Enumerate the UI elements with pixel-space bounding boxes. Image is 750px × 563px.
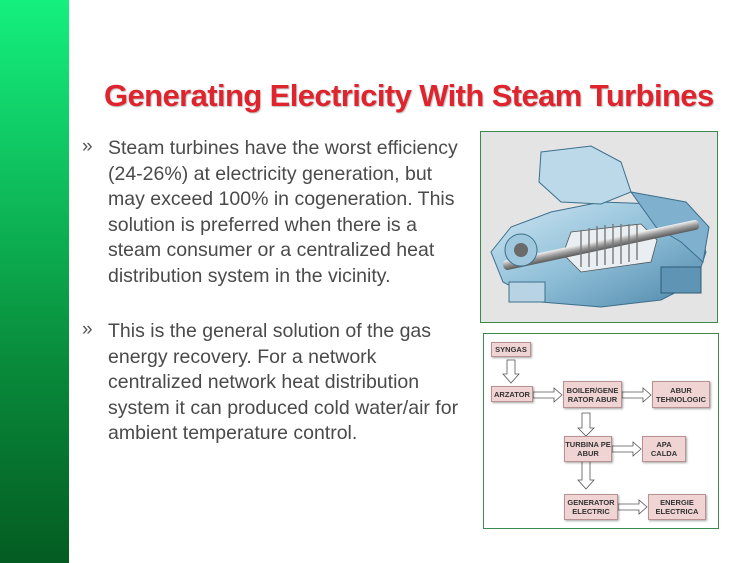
arrow-right-icon (611, 441, 642, 457)
steam-turbine-image (480, 131, 718, 323)
flow-arrows (502, 359, 652, 515)
arrow-down-icon (577, 412, 595, 437)
diagram-box-apa: APA CALDA (642, 436, 686, 462)
bullet-marker: » (82, 319, 93, 340)
diagram-box-turbina: TURBINA PE ABUR (564, 436, 612, 462)
diagram-box-energie: ENERGIE ELECTRICA (648, 494, 706, 520)
bullet-marker: » (82, 136, 93, 157)
slide-title: Generating Electricity With Steam Turbin… (104, 78, 714, 113)
bullet-list: » Steam turbines have the worst efficien… (80, 136, 468, 477)
bullet-item: » This is the general solution of the ga… (80, 319, 468, 447)
steam-turbine-illustration (481, 132, 717, 322)
diagram-box-boiler: BOILER/GENE RATOR ABUR (563, 381, 622, 408)
bullet-item: » Steam turbines have the worst efficien… (80, 136, 468, 289)
diagram-box-abur: ABUR TEHNOLOGIC (652, 381, 710, 408)
diagram-box-arzator: ARZATOR (491, 386, 533, 402)
arrow-right-icon (621, 387, 652, 403)
diagram-box-syngas: SYNGAS (491, 342, 531, 357)
arrow-down-icon (577, 460, 595, 490)
bullet-text: This is the general solution of the gas … (108, 320, 459, 444)
bullet-text: Steam turbines have the worst efficiency… (108, 137, 458, 287)
diagram-box-generator: GENERATOR ELECTRIC (564, 494, 618, 520)
arrow-down-icon (502, 359, 520, 384)
process-flow-diagram: SYNGAS ARZATOR BOILER/GENE RATOR ABUR AB… (483, 333, 719, 529)
side-gradient-band (0, 0, 69, 563)
arrow-right-icon (532, 387, 563, 403)
arrow-right-icon (617, 499, 648, 515)
